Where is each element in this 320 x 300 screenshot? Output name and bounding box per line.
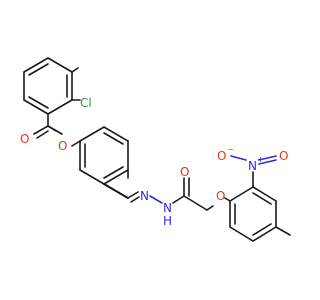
bond (79, 169, 105, 185)
molecule-svg: Cl O O N N H O (20, 57, 291, 242)
bond (103, 183, 129, 199)
bond (103, 132, 124, 145)
ester-oxygen-label: O (58, 139, 67, 153)
bond (229, 226, 254, 242)
amide-oxygen-label: O (180, 165, 189, 179)
bond (47, 99, 73, 115)
bond (206, 205, 214, 211)
nitro-oxygen-minus-charge: − (227, 145, 234, 154)
chlorine-atom-label: Cl (80, 96, 92, 110)
bond (252, 186, 277, 202)
hydrazide-nitrogen-label: N (163, 201, 172, 215)
bond (224, 197, 231, 202)
bond (172, 195, 185, 204)
bond (183, 195, 208, 211)
bond (252, 226, 277, 242)
bond (127, 191, 139, 199)
bond (130, 196, 140, 203)
bond (23, 99, 49, 115)
nitro-oxygen-label: O (279, 149, 288, 163)
bond (33, 125, 49, 135)
bond (28, 63, 49, 76)
bond (47, 125, 63, 135)
bond (71, 67, 79, 73)
chlorophenyl-ring (23, 57, 73, 115)
ester-carbonyl-oxygen-label: O (20, 132, 29, 146)
bond (229, 186, 254, 202)
bond (252, 223, 272, 236)
bond (275, 226, 291, 236)
bond (149, 195, 163, 204)
bond (47, 57, 73, 73)
bond (252, 192, 272, 205)
bond (103, 126, 129, 142)
imine-nitrogen-label: N (140, 189, 149, 203)
ether-oxygen-label: O (216, 189, 225, 203)
nitro-nitrogen-label: N (248, 159, 257, 173)
bond (258, 155, 277, 161)
bond (23, 57, 49, 73)
bond (230, 155, 247, 161)
central-phenyl-ring (79, 126, 129, 185)
molecule-structure-diagram: Cl O O N N H O (20, 57, 291, 242)
nitro-oxygen-minus-label: O (217, 149, 226, 163)
bond (36, 130, 49, 139)
bond (79, 126, 105, 142)
nitrotolyl-ring (229, 186, 277, 242)
hydrazide-hydrogen-label: H (163, 214, 172, 228)
bond (103, 166, 124, 179)
bond (258, 159, 277, 165)
bond (103, 169, 129, 185)
bond (71, 140, 81, 147)
bond (28, 96, 49, 109)
